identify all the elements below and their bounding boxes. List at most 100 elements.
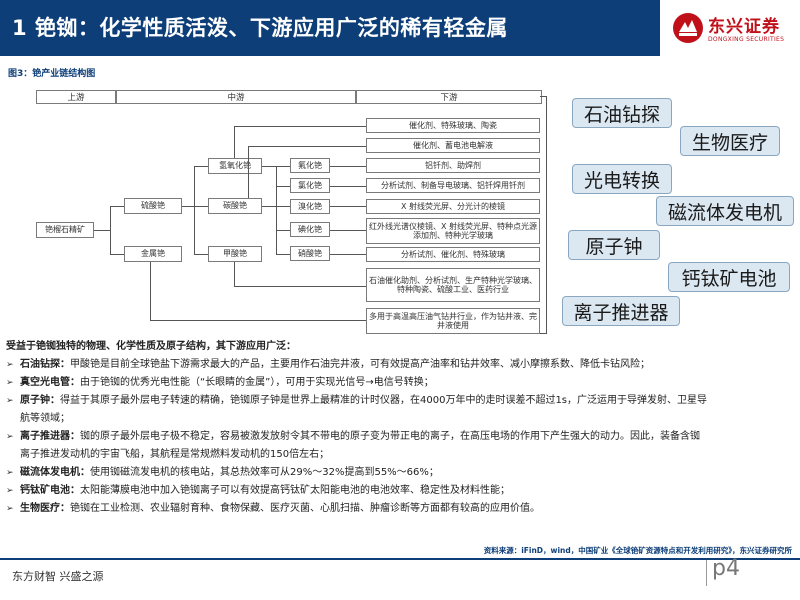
connector	[248, 146, 366, 147]
downstream-item: X 射线荧光屏、分光计的棱镜	[366, 199, 540, 214]
connector	[276, 166, 277, 255]
node-cesium-chloride: 氯化铯	[290, 178, 330, 193]
app-photoelectric: 光电转换	[572, 164, 672, 194]
arrow-icon: ➢	[6, 504, 14, 514]
connector	[182, 206, 194, 207]
item-text: 铯铷在工业检测、农业辐射育种、食物保藏、医疗灭菌、心肌扫描、肿瘤诊断等方面都有较…	[70, 503, 540, 514]
downstream-item: 石油催化助剂、分析试剂、生产特种光学玻璃、特种陶瓷、硫酸工业、医药行业	[366, 268, 540, 302]
app-perovskite-battery: 钙钛矿电池	[668, 262, 790, 292]
arrow-icon: ➢	[6, 396, 14, 406]
ore-node: 铯榴石精矿	[36, 222, 94, 238]
arrow-icon: ➢	[6, 378, 14, 388]
connector	[194, 254, 208, 255]
connector	[110, 206, 111, 255]
connector	[110, 254, 124, 255]
connector	[234, 126, 235, 158]
node-cesium-bromide: 溴化铯	[290, 199, 330, 214]
connector	[248, 146, 249, 198]
item-label: 原子钟：	[20, 395, 60, 406]
list-item: ➢离子推进器：铷的原子最外层电子极不稳定，容易被激发放射令其不带电的原子变为带正…	[6, 428, 796, 446]
logo-text-en: DONGXING SECURITIES	[708, 36, 785, 43]
page-number: p4	[712, 556, 740, 581]
node-cesium-hydroxide: 氢氧化铯	[208, 158, 262, 174]
dongxing-logo-icon	[673, 13, 703, 43]
stage-upstream: 上游	[36, 90, 116, 104]
source-note: 资料来源：iFinD，wind，中国矿业《全球铯矿资源特点和开发利用研究》，东兴…	[483, 546, 792, 555]
item-text: 使用铷磁流发电机的核电站，其总热效率可从29%～32%提高到55%～66%；	[90, 467, 439, 478]
stage-downstream: 下游	[356, 90, 542, 104]
item-text: 甲酸铯是目前全球铯盐下游需求最大的产品，主要用作石油完井液，可有效提高产油率和钻…	[70, 359, 650, 370]
app-biomedical: 生物医疗	[680, 126, 780, 156]
node-cesium-carbonate: 碳酸铯	[208, 198, 262, 214]
list-item: ➢ 原子钟：得益于其原子最外层电子转速的精确，铯铷原子钟是世界上最精准的计时仪器，…	[6, 392, 796, 410]
item-text: 由于铯铷的优秀光电性能（“长眼睛的金属”），可用于实现光信号→电信号转换；	[80, 377, 434, 388]
connector	[234, 126, 366, 127]
node-cesium-sulfate: 硫酸铯	[124, 198, 182, 214]
arrow-icon: ➢	[6, 468, 14, 478]
connector	[234, 286, 366, 287]
connector	[276, 254, 290, 255]
downstream-item: 催化剂、蓄电池电解液	[366, 138, 540, 153]
item-text: 铷的原子最外层电子极不稳定，容易被激发放射令其不带电的原子变为带正电的离子，在高…	[80, 431, 700, 442]
connector	[262, 206, 276, 207]
footer-slogan: 东方财智 兴盛之源	[12, 570, 104, 583]
connector	[194, 166, 195, 255]
downstream-item: 铝钎剂、助焊剂	[366, 158, 540, 173]
item-label: 钙钛矿电池：	[20, 485, 80, 496]
connector	[234, 262, 235, 286]
connector	[330, 230, 366, 231]
app-oil-drilling: 石油钻探	[572, 98, 672, 128]
page-title: 1 铯铷：化学性质活泼、下游应用广泛的稀有轻金属	[12, 16, 508, 40]
bracket	[546, 96, 547, 334]
node-cesium-formate: 甲酸铯	[208, 246, 262, 262]
list-item: ➢ 钙钛矿电池：太阳能薄膜电池中加入铯铷离子可以有效提高钙钛矿太阳能电池的电池效率…	[6, 482, 796, 500]
list-item: ➢ 磁流体发电机：使用铷磁流发电机的核电站，其总热效率可从29%～32%提高到55…	[6, 464, 796, 482]
page-header: 1 铯铷：化学性质活泼、下游应用广泛的稀有轻金属 东兴证券 DONGXING S…	[0, 0, 800, 62]
downstream-item: 多用于高温高压油气钻井行业，作为钻井液、完井液使用	[366, 308, 540, 334]
app-mhd-generator: 磁流体发电机	[656, 196, 794, 226]
app-atomic-clock: 原子钟	[568, 230, 660, 260]
node-cesium-fluoride: 氟化铯	[290, 158, 330, 173]
application-notes: 受益于铯铷独特的物理、化学性质及原子结构，其下游应用广泛： ➢ 石油钻探：甲酸铯是…	[6, 338, 796, 518]
bracket	[540, 333, 547, 334]
item-text: 太阳能薄膜电池中加入铯铷离子可以有效提高钙钛矿太阳能电池的电池效率、稳定性及材料…	[80, 485, 510, 496]
connector	[110, 206, 124, 207]
item-label: 生物医疗：	[20, 503, 70, 514]
connector	[276, 230, 290, 231]
notes-lead: 受益于铯铷独特的物理、化学性质及原子结构，其下游应用广泛：	[6, 341, 296, 352]
title-bar: 1 铯铷：化学性质活泼、下游应用广泛的稀有轻金属	[0, 0, 660, 56]
page-separator	[706, 560, 707, 586]
logo-text-cn: 东兴证券	[708, 17, 780, 37]
figure-title: 图3：铯产业链结构图	[8, 69, 96, 79]
downstream-item: 红外线光谱仪棱镜、X 射线荧光屏、特种点光源添加剂、特种光学玻璃	[366, 218, 540, 244]
connector	[276, 186, 290, 187]
bracket	[540, 96, 547, 97]
item-continuation: 离子推进发动机的宇宙飞船，其航程是常规燃料发动机的150倍左右；	[20, 449, 330, 460]
connector	[276, 206, 290, 207]
node-cesium-metal: 金属铯	[124, 246, 182, 262]
node-cesium-nitrate: 硝酸铯	[290, 246, 330, 261]
item-label: 真空光电管：	[20, 377, 80, 388]
connector	[194, 166, 208, 167]
footer-divider	[0, 558, 800, 560]
connector	[150, 262, 151, 320]
list-item: ➢ 真空光电管：由于铯铷的优秀光电性能（“长眼睛的金属”），可用于实现光信号→电信…	[6, 374, 796, 392]
item-text: 得益于其原子最外层电子转速的精确，铯铷原子钟是世界上最精准的计时仪器，在4000…	[60, 395, 708, 406]
connector	[330, 186, 366, 187]
arrow-icon: ➢	[6, 432, 14, 442]
arrow-icon: ➢	[6, 486, 14, 496]
item-label: 磁流体发电机：	[20, 467, 90, 478]
connector	[330, 166, 366, 167]
item-label: 石油钻探：	[20, 359, 70, 370]
connector	[94, 230, 110, 231]
node-cesium-iodide: 碘化铯	[290, 222, 330, 237]
connector	[330, 254, 366, 255]
arrow-icon: ➢	[6, 360, 14, 370]
downstream-item: 分析试剂、制备导电玻璃、铝钎焊用钎剂	[366, 178, 540, 193]
app-ion-thruster: 离子推进器	[562, 296, 680, 326]
connector	[330, 206, 366, 207]
downstream-item: 催化剂、特殊玻璃、陶瓷	[366, 118, 540, 133]
stage-midstream: 中游	[116, 90, 356, 104]
downstream-item: 分析试剂、催化剂、特殊玻璃	[366, 247, 540, 262]
company-logo: 东兴证券 DONGXING SECURITIES	[672, 10, 792, 50]
